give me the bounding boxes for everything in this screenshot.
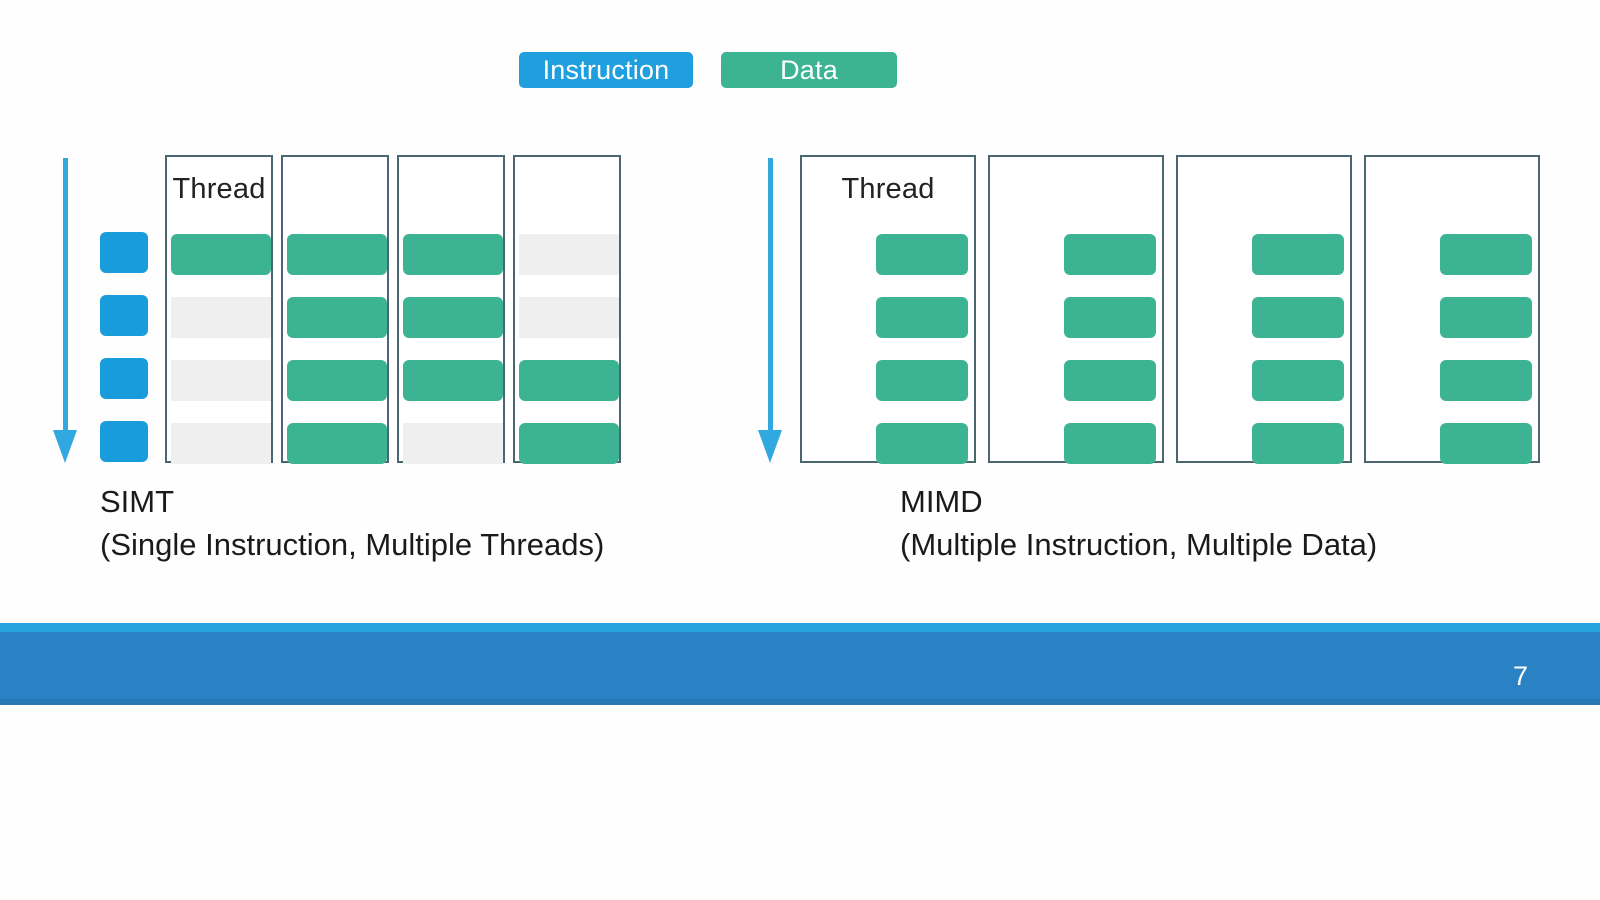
inactive-cell [519, 234, 619, 275]
instruction-cell [1000, 423, 1055, 464]
inactive-cell [403, 423, 503, 464]
simt-title: SIMT [100, 484, 175, 519]
simt-thread-box[interactable] [513, 155, 621, 464]
data-cell [1064, 234, 1156, 275]
data-cell [287, 360, 387, 401]
instruction-block [100, 232, 148, 273]
data-cell [1064, 423, 1156, 464]
page-number: 7 [1512, 661, 1528, 691]
instruction-cell [1376, 423, 1431, 464]
mimd-thread-box[interactable]: Thread [800, 155, 976, 464]
instruction-block [100, 421, 148, 462]
mimd-title: MIMD [900, 484, 983, 519]
instruction-cell [1376, 360, 1431, 401]
time-arrow-down-icon [753, 158, 787, 463]
data-cell [1440, 423, 1532, 464]
inactive-cell [519, 297, 619, 338]
legend-chip-data: Data [721, 52, 897, 88]
data-cell [287, 297, 387, 338]
simt-thread-box[interactable] [281, 155, 389, 464]
data-cell [876, 423, 968, 464]
data-cell [519, 360, 619, 401]
slide-footer-bar: 7 [0, 623, 1600, 705]
arrow-shaft [768, 158, 773, 433]
inactive-cell [171, 360, 271, 401]
instruction-cell [1188, 234, 1243, 275]
legend: Instruction Data [519, 52, 897, 88]
inactive-cell [171, 423, 271, 464]
mimd-thread-box[interactable] [988, 155, 1164, 464]
mimd-thread-box[interactable] [1364, 155, 1540, 464]
instruction-cell [1376, 234, 1431, 275]
data-cell [287, 234, 387, 275]
time-arrow-down-icon [48, 158, 82, 463]
thread-label: Thread [172, 173, 266, 205]
instruction-cell [1000, 234, 1055, 275]
instruction-block [100, 358, 148, 399]
simt-shared-instruction-column [100, 232, 148, 462]
legend-chip-instruction: Instruction [519, 52, 693, 88]
data-cell [1252, 423, 1344, 464]
data-cell [876, 297, 968, 338]
mimd-subtitle: (Multiple Instruction, Multiple Data) [900, 527, 1378, 562]
footer-accent-strip [0, 623, 1600, 632]
simt-subtitle: (Single Instruction, Multiple Threads) [100, 527, 605, 562]
data-cell [876, 234, 968, 275]
data-cell [1064, 360, 1156, 401]
simt-thread-box[interactable]: Thread [165, 155, 273, 464]
data-cell [519, 423, 619, 464]
data-cell [1440, 297, 1532, 338]
data-cell [1440, 360, 1532, 401]
arrow-head [53, 430, 77, 463]
data-cell [1252, 360, 1344, 401]
data-cell [171, 234, 271, 275]
data-cell [1252, 234, 1344, 275]
instruction-cell [1000, 297, 1055, 338]
data-cell [1440, 234, 1532, 275]
instruction-cell [1188, 360, 1243, 401]
thread-label: Thread [841, 173, 935, 205]
mimd-thread-box[interactable] [1176, 155, 1352, 464]
data-cell [403, 360, 503, 401]
instruction-cell [1000, 360, 1055, 401]
instruction-cell [812, 297, 867, 338]
arrow-shaft [63, 158, 68, 433]
data-cell [403, 297, 503, 338]
mimd-caption: MIMD (Multiple Instruction, Multiple Dat… [900, 480, 1377, 566]
instruction-cell [812, 360, 867, 401]
instruction-cell [812, 234, 867, 275]
data-cell [287, 423, 387, 464]
instruction-block [100, 295, 148, 336]
data-cell [1252, 297, 1344, 338]
footer-shadow-strip [0, 699, 1600, 705]
instruction-cell [1188, 297, 1243, 338]
data-cell [876, 360, 968, 401]
instruction-cell [1188, 423, 1243, 464]
arrow-head [758, 430, 782, 463]
data-cell [403, 234, 503, 275]
simt-thread-box[interactable] [397, 155, 505, 464]
instruction-cell [1376, 297, 1431, 338]
simt-caption: SIMT (Single Instruction, Multiple Threa… [100, 480, 604, 566]
inactive-cell [171, 297, 271, 338]
data-cell [1064, 297, 1156, 338]
instruction-cell [812, 423, 867, 464]
